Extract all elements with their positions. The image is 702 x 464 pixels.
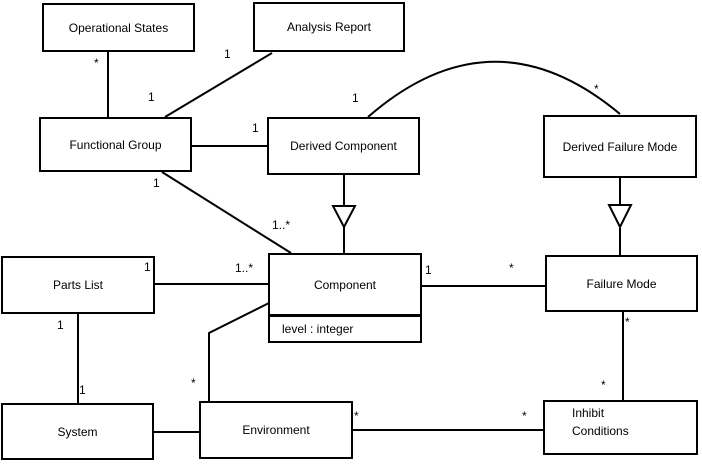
class-operational-states: Operational States [42,3,195,52]
class-attribute: level : integer [282,322,354,336]
class-functional-group: Functional Group [39,117,192,172]
class-name: Parts List [52,278,103,292]
class-environment: Environment [199,401,353,459]
generalization-triangle-icon [607,204,633,230]
multiplicity-label: 1 [79,383,86,397]
class-name: Functional Group [69,137,162,152]
class-name-compartment: Component [270,255,420,317]
multiplicity-label: * [594,82,599,96]
class-system: System [1,403,154,460]
multiplicity-label: * [191,376,196,390]
class-component: Component level : integer [268,253,422,343]
multiplicity-label: 1 [57,318,64,332]
multiplicity-label: * [509,261,514,275]
class-name: Component [313,277,377,292]
class-name: Inhibit Conditions [572,406,629,438]
multiplicity-label: * [94,56,99,70]
multiplicity-label: 1 [252,121,259,135]
class-name: Analysis Report [286,20,372,34]
class-inhibit-conditions: Inhibit Conditions [543,400,698,455]
multiplicity-label: 1 [352,91,359,105]
class-name: System [57,424,98,439]
class-name: Derived Failure Mode [562,139,678,154]
class-name: Environment [242,423,310,437]
multiplicity-label: * [354,409,359,423]
class-name: Derived Component [290,139,397,153]
class-derived-component: Derived Component [267,117,420,175]
generalization-triangle-icon [331,205,357,230]
multiplicity-label: 1 [144,260,151,274]
class-attributes-compartment: level : integer [270,317,420,341]
edge-funcgroup-component [161,171,292,254]
multiplicity-label: 1 [148,90,155,104]
multiplicity-label: 1..* [235,261,254,275]
multiplicity-label: 1..* [272,218,291,232]
edge-derivedcomp-derivedfm-arc [367,60,621,118]
class-failure-mode: Failure Mode [545,255,698,312]
class-parts-list: Parts List [1,256,155,314]
multiplicity-label: * [625,315,630,329]
class-derived-failure-mode: Derived Failure Mode [543,115,697,178]
edge-environment-component [208,302,270,401]
multiplicity-label: 1 [224,47,231,61]
multiplicity-label: 1 [425,263,432,277]
class-name: Failure Mode [586,276,657,291]
class-name: Operational States [68,20,169,35]
class-analysis-report: Analysis Report [253,2,405,52]
multiplicity-label: 1 [153,176,160,190]
multiplicity-label: * [601,378,606,392]
edge-analysis-funcgroup [164,52,273,118]
multiplicity-label: * [522,409,527,423]
